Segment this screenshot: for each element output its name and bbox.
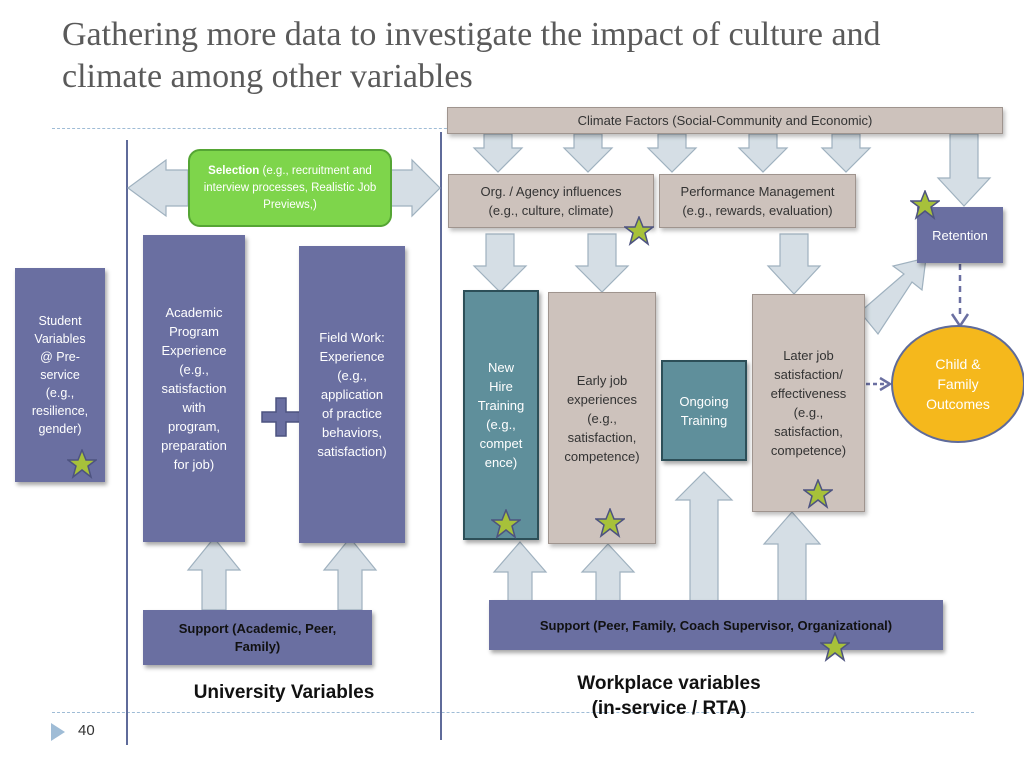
workplace-support-box: Support (Peer, Family, Coach Supervisor,… [489,600,943,650]
student-variables-box: Student Variables @ Pre- service (e.g., … [15,268,105,482]
star-icon [624,216,654,246]
selection-box: Selection (e.g., recruitment and intervi… [188,149,392,227]
arrow-support-fieldwork [322,537,378,611]
performance-management-box: Performance Management (e.g., rewards, e… [659,174,856,228]
arrow-support-ongoing [674,471,734,605]
selection-label: Selection (e.g., recruitment and intervi… [194,163,386,214]
student-variables-label: Student Variables @ Pre- service (e.g., … [31,314,89,436]
arrow-support-academic [186,537,242,611]
page-number: 40 [78,722,95,739]
star-icon [67,449,97,479]
university-left-line [126,140,128,745]
divider-bottom [52,712,974,713]
field-work-box: Field Work: Experience (e.g., applicatio… [299,246,405,543]
arrow-climate-2 [562,133,614,173]
ongoing-training-label: Ongoing Training [679,393,729,428]
arrow-org-newhire [472,233,528,293]
climate-factors-box: Climate Factors (Social-Community and Ec… [447,107,1003,134]
academic-program-label: Academic Program Experience (e.g., satis… [161,305,227,472]
org-agency-box: Org. / Agency influences (e.g., culture,… [448,174,654,228]
early-job-box: Early job experiences (e.g., satisfactio… [548,292,656,544]
arrow-support-early [580,543,636,605]
university-right-line [440,132,442,740]
arrow-selection-right [389,158,441,218]
academic-program-box: Academic Program Experience (e.g., satis… [143,235,245,542]
star-icon [491,509,521,539]
arrow-climate-5 [820,133,872,173]
child-family-outcomes-label: Child & Family Outcomes [926,356,990,412]
arrow-later-retention [859,257,927,336]
later-job-box: Later job satisfaction/ effectiveness (e… [752,294,865,512]
star-icon [595,508,625,538]
arrow-support-newhire [492,541,548,605]
child-family-outcomes-box: Child & Family Outcomes [891,325,1024,443]
arrow-climate-4 [737,133,789,173]
retention-box: Retention [917,207,1003,263]
workplace-support-label: Support (Peer, Family, Coach Supervisor,… [539,617,893,633]
climate-factors-label: Climate Factors (Social-Community and Ec… [577,113,873,128]
dashed-later-child-head [879,376,893,392]
arrow-org-early [574,233,630,293]
workplace-variables-caption: Workplace variables (in-service / RTA) [577,673,761,719]
university-support-label: Support (Academic, Peer, Family) [178,620,337,654]
arrow-support-later [762,511,822,605]
divider-top [52,128,472,129]
new-hire-training-box: New Hire Training (e.g., compet ence) [463,290,539,540]
plus-icon [261,397,301,437]
university-support-box: Support (Academic, Peer, Family) [143,610,372,665]
bullet-triangle-icon [51,723,65,741]
retention-label: Retention [932,227,988,243]
arrow-climate-3 [646,133,698,173]
arrow-selection-left [126,158,189,218]
selection-label-bold: Selection [208,164,260,177]
star-icon [910,190,940,220]
new-hire-training-label: New Hire Training (e.g., compet ence) [477,360,525,470]
star-icon [820,632,850,662]
university-variables-caption: University Variables [193,682,375,703]
arrow-perf-later [766,233,822,295]
arrow-climate-retention [936,133,992,207]
org-agency-label: Org. / Agency influences (e.g., culture,… [480,184,622,218]
field-work-label: Field Work: Experience (e.g., applicatio… [317,330,387,459]
slide-title: Gathering more data to investigate the i… [62,16,881,95]
arrow-climate-1 [472,133,524,173]
early-job-label: Early job experiences (e.g., satisfactio… [564,372,640,464]
later-job-label: Later job satisfaction/ effectiveness (e… [770,348,847,458]
star-icon [803,479,833,509]
ongoing-training-box: Ongoing Training [661,360,747,461]
performance-management-label: Performance Management (e.g., rewards, e… [680,184,835,218]
selection-label-rest: (e.g., recruitment and interview process… [203,164,377,211]
